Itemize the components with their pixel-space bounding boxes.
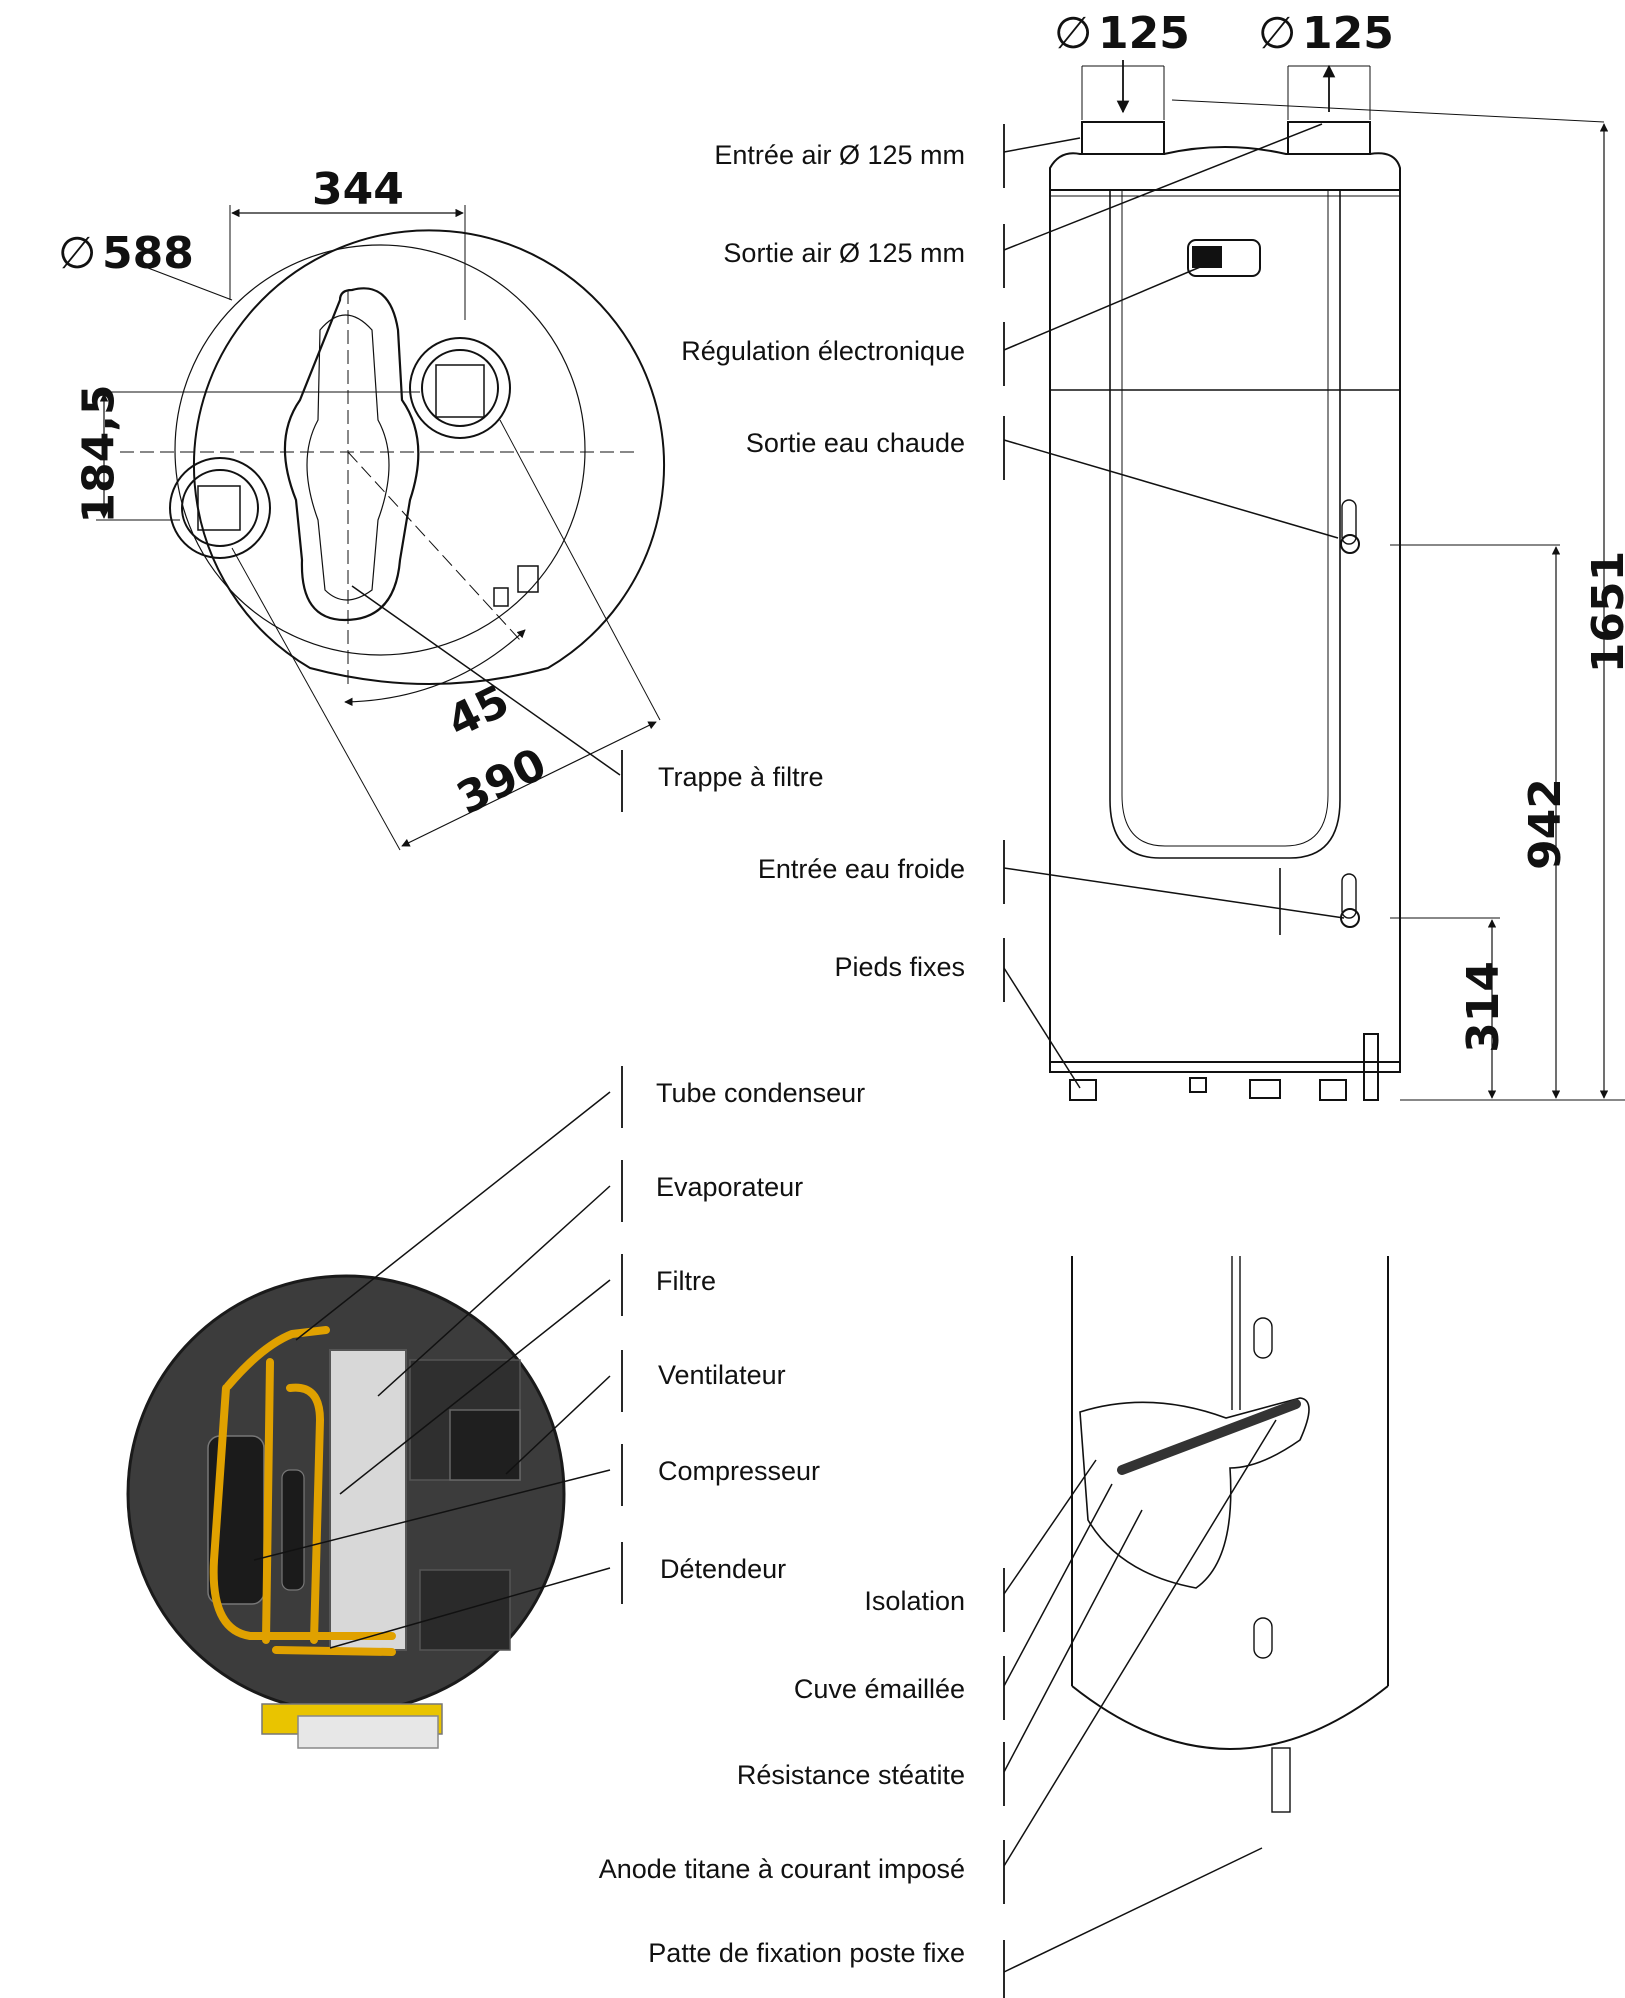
- condenser-tubing: [209, 1326, 396, 1656]
- tank-dome: [1071, 1685, 1389, 1750]
- label-regulation: Régulation électronique: [681, 336, 965, 366]
- label-tank: Cuve émaillée: [793, 1674, 965, 1704]
- label-evaporator: Evaporateur: [656, 1172, 804, 1202]
- dim-width: 344: [312, 164, 404, 215]
- fan-housing: [449, 1409, 521, 1481]
- label-compressor: Compresseur: [658, 1456, 821, 1486]
- dim-offset: 184,5: [73, 384, 125, 524]
- top-view-outline: [193, 229, 665, 685]
- top-view-drawing: [96, 205, 665, 851]
- tank-view-drawing: [1071, 1256, 1389, 1813]
- interior-view-drawing: [126, 1274, 566, 1749]
- top-duct-left: [169, 457, 271, 559]
- label-air-out: Sortie air Ø 125 mm: [723, 238, 965, 268]
- label-condenser: Tube condenseur: [656, 1078, 866, 1108]
- air-inlet-duct: [1081, 121, 1165, 155]
- label-filter-trap: Trappe à filtre: [658, 762, 824, 792]
- top-cap: [1049, 146, 1401, 191]
- label-insulation: Isolation: [864, 1586, 965, 1616]
- dim-height-hot: 942: [1519, 778, 1571, 870]
- label-fan: Ventilateur: [658, 1360, 786, 1390]
- dim-height-cold: 314: [1457, 961, 1509, 1053]
- front-view-drawing: [1003, 60, 1625, 1101]
- label-feet: Pieds fixes: [834, 952, 965, 982]
- hot-water-outlet: [1340, 534, 1360, 554]
- diameter-symbol-left: ∅: [1054, 8, 1093, 59]
- dim-diameter: 588: [102, 228, 194, 279]
- top-duct-right: [409, 337, 511, 439]
- label-bracket: Patte de fixation poste fixe: [648, 1938, 965, 1968]
- filter-trap-shape: [283, 287, 420, 622]
- dim-height-total: 1651: [1583, 550, 1625, 674]
- air-outlet-duct: [1287, 121, 1371, 155]
- dim-duct-left: 125: [1098, 8, 1190, 59]
- label-filter: Filtre: [656, 1266, 716, 1296]
- diameter-symbol: ∅: [58, 228, 97, 279]
- regulation-panel: [1187, 239, 1261, 277]
- label-resistance: Résistance stéatite: [736, 1760, 965, 1790]
- dim-duct-right: 125: [1302, 8, 1394, 59]
- label-air-in: Entrée air Ø 125 mm: [714, 140, 965, 170]
- diameter-symbol-right: ∅: [1258, 8, 1297, 59]
- label-anode: Anode titane à courant imposé: [598, 1854, 965, 1884]
- label-cold-in: Entrée eau froide: [757, 854, 965, 884]
- label-hot-out: Sortie eau chaude: [745, 428, 965, 458]
- tank-body: [1049, 189, 1401, 1063]
- evaporator-panel: [329, 1349, 407, 1651]
- label-expander: Détendeur: [660, 1554, 787, 1584]
